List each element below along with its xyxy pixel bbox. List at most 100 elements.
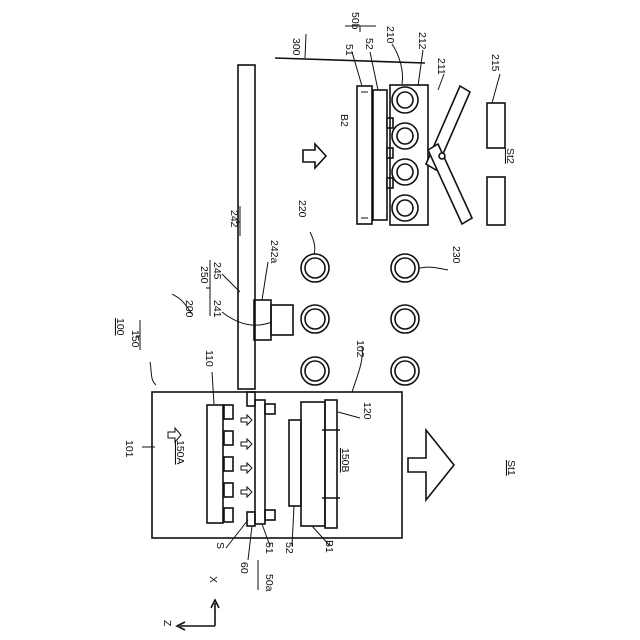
label-212: 212 (416, 32, 428, 50)
label-211: 211 (435, 58, 447, 75)
label-150: 150 (129, 330, 141, 348)
ring-inner (395, 361, 415, 381)
block (224, 508, 233, 522)
roller (392, 87, 418, 113)
roller-inner (397, 128, 413, 144)
block (224, 457, 233, 471)
flow-arrows (241, 415, 252, 497)
label-B2: B2 (338, 114, 350, 127)
ring-inner (305, 258, 325, 278)
plate-300 (275, 58, 425, 63)
label-215: 215 (489, 54, 501, 72)
link-211-b (428, 144, 472, 224)
label-150B: 150B (339, 448, 351, 473)
ring-inner (395, 258, 415, 278)
leader-210 (392, 44, 403, 84)
leader-150 (150, 362, 156, 385)
label-230: 230 (450, 246, 462, 264)
clamp-bottom (265, 510, 275, 520)
clamp-top (265, 404, 275, 414)
body-241 (271, 305, 293, 335)
nozzle-60 (247, 512, 255, 526)
link-pivot (439, 153, 445, 159)
label-242: 242 (228, 210, 240, 228)
flow-arrow (241, 487, 252, 497)
label-242a: 242a (268, 240, 280, 264)
label-50b: 50b (349, 12, 361, 30)
rings-230 (391, 254, 419, 385)
support-215-lower (487, 177, 505, 225)
holder-110 (207, 405, 223, 523)
label-B1: B1 (323, 540, 335, 553)
axis-z-label: Z (161, 620, 173, 627)
label-250: 250 (198, 266, 210, 284)
flow-arrow (241, 439, 252, 449)
label-220: 220 (296, 200, 308, 218)
label-51-bottom: 51 (263, 542, 275, 554)
label-101: 101 (123, 440, 135, 458)
block-column (224, 405, 233, 522)
label-150A: 150A (174, 440, 186, 465)
ring-inner (305, 309, 325, 329)
flow-arrow (241, 415, 252, 425)
roller-inner (397, 200, 413, 216)
label-52-top: 52 (363, 38, 375, 50)
leader-242a (262, 262, 268, 300)
holder-52-top (373, 90, 387, 220)
label-245: 245 (211, 262, 223, 280)
leader-212 (418, 50, 423, 86)
roller (392, 159, 418, 185)
label-60: 60 (238, 562, 250, 574)
label-100: 100 (114, 318, 126, 336)
label-241: 241 (211, 300, 223, 318)
leader-300 (305, 34, 306, 58)
rings-220 (301, 254, 329, 385)
ring-inner (305, 361, 325, 381)
nozzle-top (247, 392, 255, 406)
roller-inner (397, 92, 413, 108)
leader-51-top (352, 52, 362, 86)
leader-S (226, 520, 248, 548)
block (224, 405, 233, 419)
leader-211 (438, 74, 444, 90)
roller-group-210 (392, 87, 418, 221)
block (224, 483, 233, 497)
plate-52-bottom (289, 420, 301, 506)
leader-215 (492, 74, 500, 103)
label-St1: St1 (505, 460, 517, 476)
leader-52-bottom (292, 506, 294, 546)
leader-52-top (370, 52, 378, 90)
carrier-B1 (301, 402, 325, 526)
leader-60 (248, 526, 252, 560)
label-300: 300 (290, 38, 302, 56)
label-110: 110 (203, 350, 215, 367)
label-S: S (214, 542, 226, 549)
label-St2: St2 (504, 148, 516, 164)
roller (392, 123, 418, 149)
label-200: 200 (183, 300, 195, 318)
roller (392, 195, 418, 221)
ring-inner (395, 309, 415, 329)
leader-110 (212, 372, 214, 404)
slider-242a (254, 300, 271, 340)
holder-51-top (357, 86, 372, 224)
label-52-bottom: 52 (283, 542, 295, 554)
leader-230 (420, 267, 448, 270)
support-215-upper (487, 103, 505, 148)
flow-arrow (241, 463, 252, 473)
label-51-top: 51 (343, 44, 355, 56)
leader-241 (222, 312, 272, 325)
leader-120 (338, 412, 360, 418)
leader-220 (310, 232, 315, 254)
plate-51-bottom (255, 400, 265, 524)
label-120: 120 (361, 402, 373, 420)
frame-120 (325, 400, 337, 528)
label-50a: 50a (263, 574, 275, 592)
label-102: 102 (354, 340, 366, 358)
axis-x-label: X (207, 576, 219, 583)
direction-arrow-big (408, 430, 454, 500)
block (224, 431, 233, 445)
direction-arrow-top (303, 144, 326, 168)
